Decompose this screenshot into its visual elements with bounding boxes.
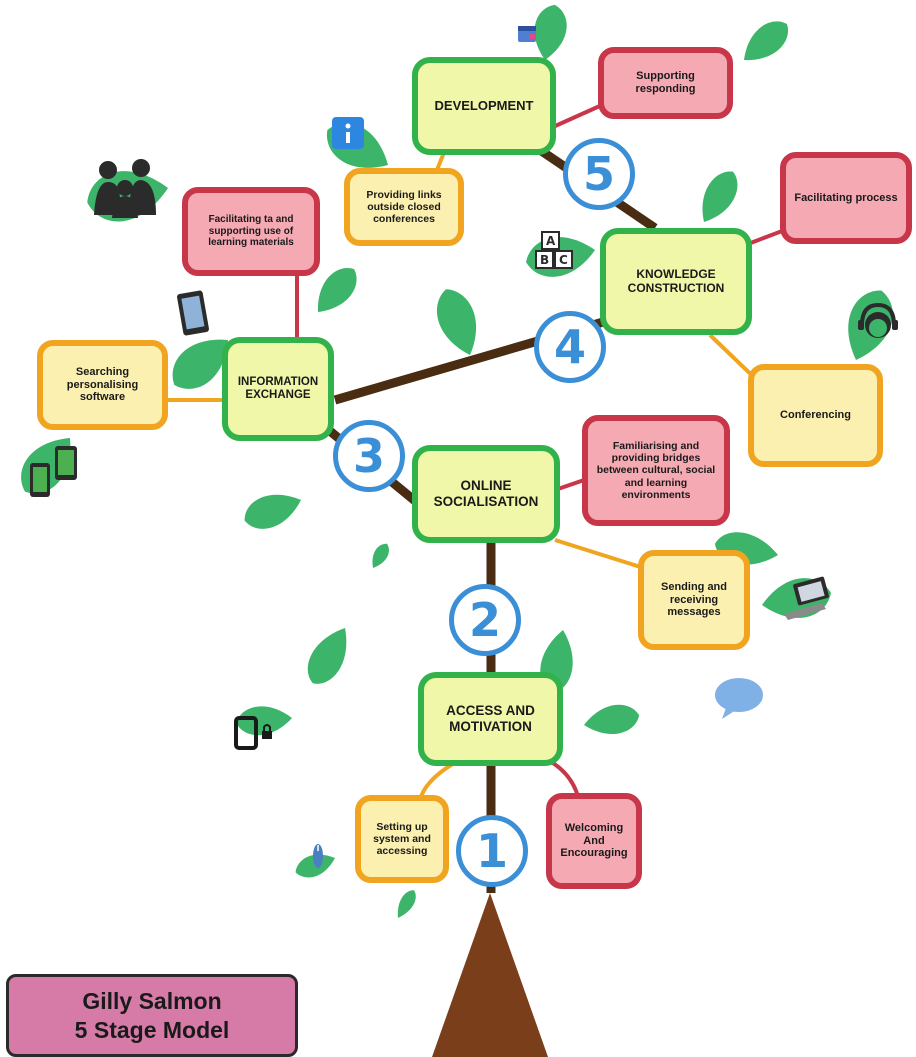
tech-searching: Searching personalising software — [37, 340, 168, 430]
leaf — [307, 628, 347, 684]
connector-supporting — [552, 103, 603, 129]
stage-number-3: 3 — [333, 420, 405, 492]
stage-development: DEVELOPMENT — [412, 57, 556, 155]
headset-icon — [858, 302, 898, 338]
leaf — [584, 704, 640, 734]
leaf — [702, 171, 738, 222]
phones-icon — [30, 446, 77, 497]
stage-information-exchange: INFORMATION EXCHANGE — [222, 337, 334, 441]
leaf — [372, 543, 389, 568]
title-plaque: Gilly Salmon 5 Stage Model — [6, 974, 298, 1057]
leaf-calendar — [534, 4, 567, 60]
stage-number-1: 1 — [456, 815, 528, 887]
stage-knowledge-construction: KNOWLEDGE CONSTRUCTION — [600, 228, 752, 335]
chat-bubble-icon — [715, 678, 763, 719]
svg-text:B: B — [540, 253, 549, 267]
device-lock-icon — [234, 716, 272, 750]
svg-text:C: C — [559, 253, 568, 267]
leaf-tablet — [172, 339, 228, 389]
emod-facilitating-tasks: Facilitating ta and supporting use of le… — [182, 187, 320, 276]
stage-number-5: 5 — [563, 138, 635, 210]
info-icon — [332, 117, 364, 149]
leaf — [397, 890, 416, 918]
title-line-1: Gilly Salmon — [82, 987, 222, 1014]
leaf — [744, 21, 788, 61]
trunk — [432, 893, 548, 1057]
emod-facilitating-process: Facilitating process — [780, 152, 912, 244]
emod-welcoming: Welcoming And Encouraging — [546, 793, 642, 889]
stage-number-4: 4 — [534, 311, 606, 383]
tablet-icon — [177, 290, 209, 336]
tech-conferencing: Conferencing — [748, 364, 883, 467]
leaf-device-lock — [236, 706, 292, 736]
mouse-icon — [313, 844, 323, 868]
laptop-icon — [784, 576, 829, 620]
leaf — [437, 289, 476, 355]
leaf — [317, 268, 357, 312]
calendar-icon — [518, 26, 536, 42]
title-line-2: 5 Stage Model — [74, 1016, 230, 1043]
tech-setting-up: Setting up system and accessing — [355, 795, 449, 883]
tech-sending-receiving: Sending and receiving messages — [638, 550, 750, 650]
emod-familiarising: Familiarising and providing bridges betw… — [582, 415, 730, 526]
connector-sending — [554, 538, 651, 572]
leaf — [244, 494, 301, 529]
stage-online-socialisation: ONLINE SOCIALISATION — [412, 445, 560, 543]
tech-providing-links: Providing links outside closed conferenc… — [344, 168, 464, 246]
stage-access-motivation: ACCESS AND MOTIVATION — [418, 672, 563, 766]
stage-number-2: 2 — [449, 584, 521, 656]
emod-supporting: Supporting responding — [598, 47, 733, 119]
svg-text:A: A — [546, 234, 556, 248]
people-icon — [94, 159, 156, 218]
